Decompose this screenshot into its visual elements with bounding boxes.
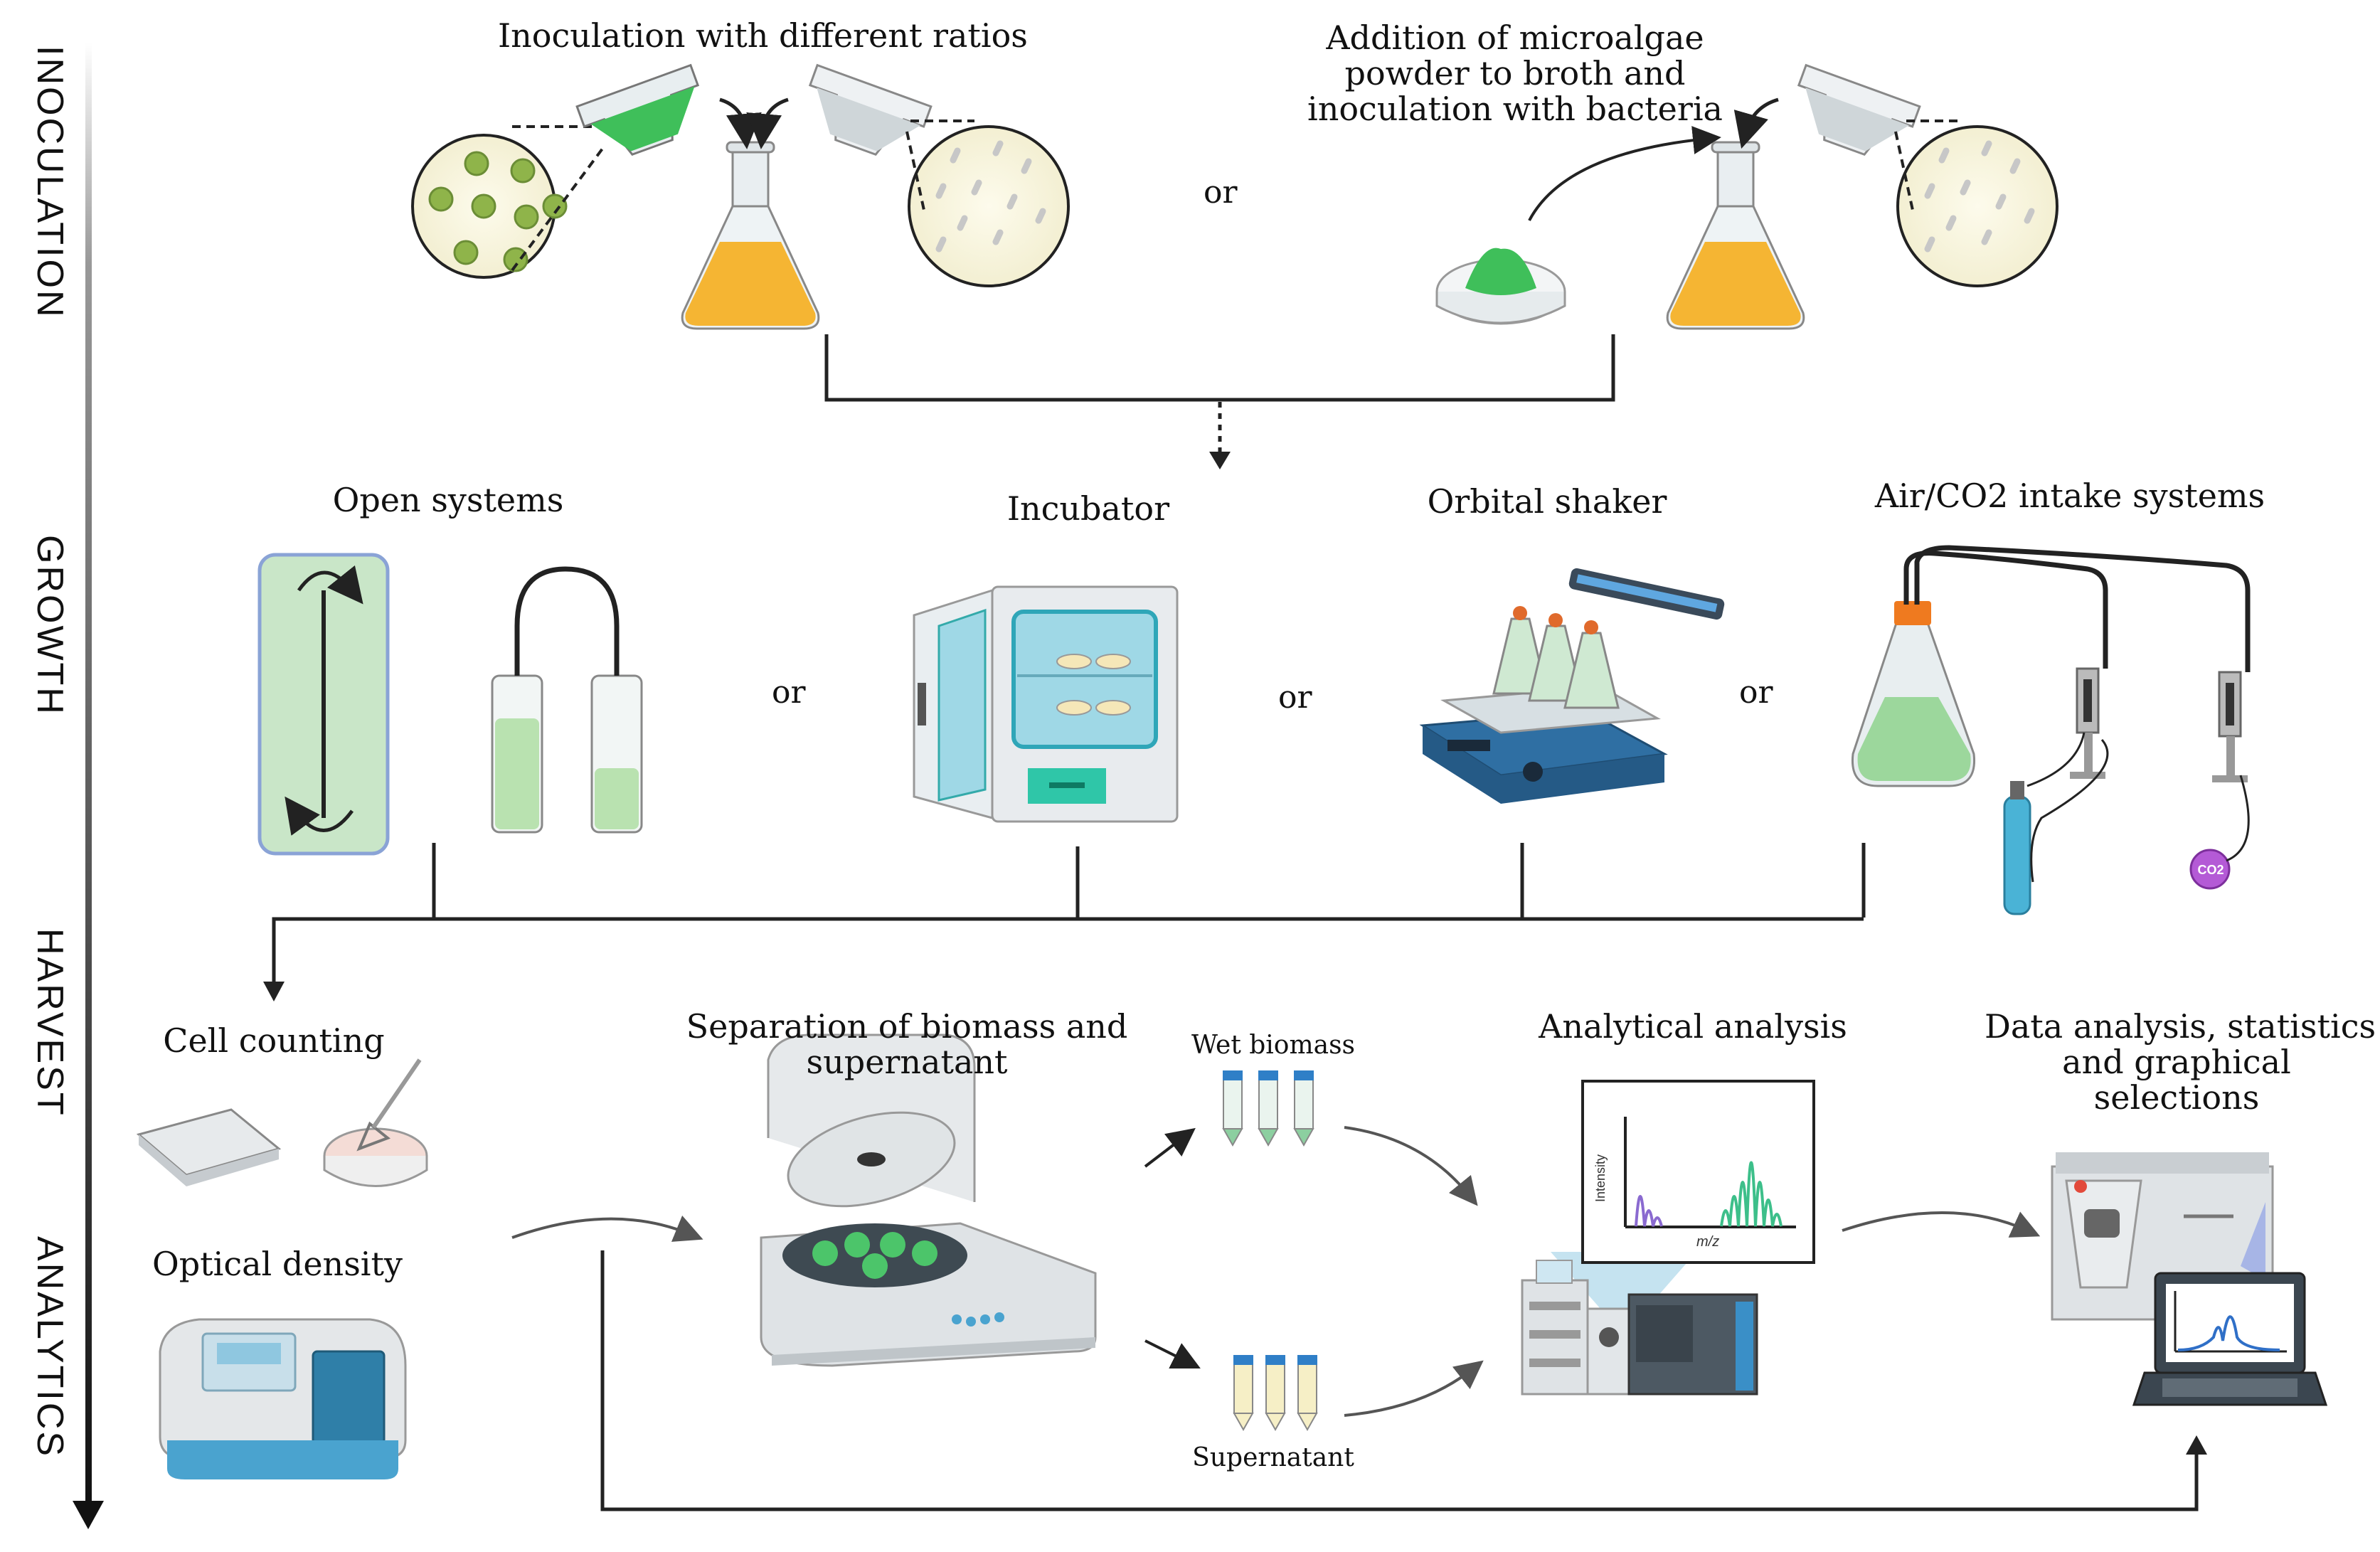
stage-label-analytics: ANALYTICS [29, 1236, 70, 1459]
label-data-analysis: Data analysis, statistics and graphical … [1985, 1007, 2376, 1117]
label-line: Data analysis, statistics [1985, 1007, 2376, 1046]
label-incubator: Incubator [1006, 489, 1170, 528]
timeline-axis [73, 43, 104, 1529]
label-separation: Separation of biomass and supernatant [669, 1009, 1145, 1080]
label-supernatant: Supernatant [1192, 1443, 1354, 1472]
centrifuge-illustration [760, 1033, 1097, 1367]
label-cell-counting: Cell counting [163, 1021, 385, 1060]
orbital-shaker-illustration [1419, 568, 1725, 804]
label-line: Addition of microalgae [1326, 18, 1704, 57]
inoculation-option-1 [411, 63, 1070, 330]
inoculation-option-2 [1435, 63, 2058, 330]
incubator-illustration [913, 585, 1179, 823]
label-line: Separation of biomass and [686, 1007, 1128, 1046]
label-line: selections [2093, 1078, 2260, 1117]
label-inoculation-ratios: Inoculation with different ratios [498, 16, 1028, 55]
harvest-flow-arrows [511, 1126, 2041, 1417]
air-co2-intake-illustration [1851, 545, 2251, 915]
spectrum-x-label: m/z [1696, 1234, 1720, 1250]
spectrum-y-label: Intensity [1593, 1154, 1608, 1202]
stage-label-harvest: HARVEST [29, 928, 70, 1117]
label-air-co2-intake: Air/CO2 intake systems [1874, 477, 2265, 515]
or-label: or [772, 674, 806, 711]
label-orbital-shaker: Orbital shaker [1427, 482, 1667, 521]
label-microalgae-powder: Addition of microalgae powder to broth a… [1287, 20, 1743, 127]
growth-connector [272, 843, 1866, 985]
label-line: and graphical [2062, 1043, 2291, 1081]
open-systems-illustration [257, 553, 643, 856]
supernatant-tubes [1233, 1355, 1318, 1432]
label-line: supernatant [806, 1043, 1008, 1081]
inoculation-connector [824, 334, 1615, 455]
or-label: or [1204, 174, 1238, 211]
or-label: or [1739, 674, 1773, 711]
label-optical-density: Optical density [152, 1245, 403, 1283]
lcms-illustration [1521, 1252, 1758, 1396]
label-analytical-analysis: Analytical analysis [1539, 1007, 1847, 1046]
label-wet-biomass: Wet biomass [1191, 1031, 1356, 1060]
label-line: inoculation with bacteria [1307, 90, 1723, 128]
mass-spectrum-panel [1581, 1080, 1815, 1264]
label-line: powder to broth and [1344, 54, 1686, 92]
flask-with-broth-2 [1666, 141, 1805, 330]
data-analysis-illustration [2051, 1152, 2328, 1406]
stage-label-growth: GROWTH [29, 535, 70, 716]
bypass-connector [600, 1250, 2199, 1511]
cell-counting-illustration [136, 1058, 428, 1187]
stage-label-inoculation: INOCULATION [29, 46, 70, 319]
spectrophotometer-illustration [159, 1318, 407, 1479]
flask-with-broth [681, 141, 820, 330]
wet-biomass-tubes [1222, 1070, 1314, 1147]
label-open-systems: Open systems [332, 481, 564, 519]
co2-badge-label: CO2 [2197, 863, 2224, 877]
or-label: or [1278, 679, 1312, 716]
